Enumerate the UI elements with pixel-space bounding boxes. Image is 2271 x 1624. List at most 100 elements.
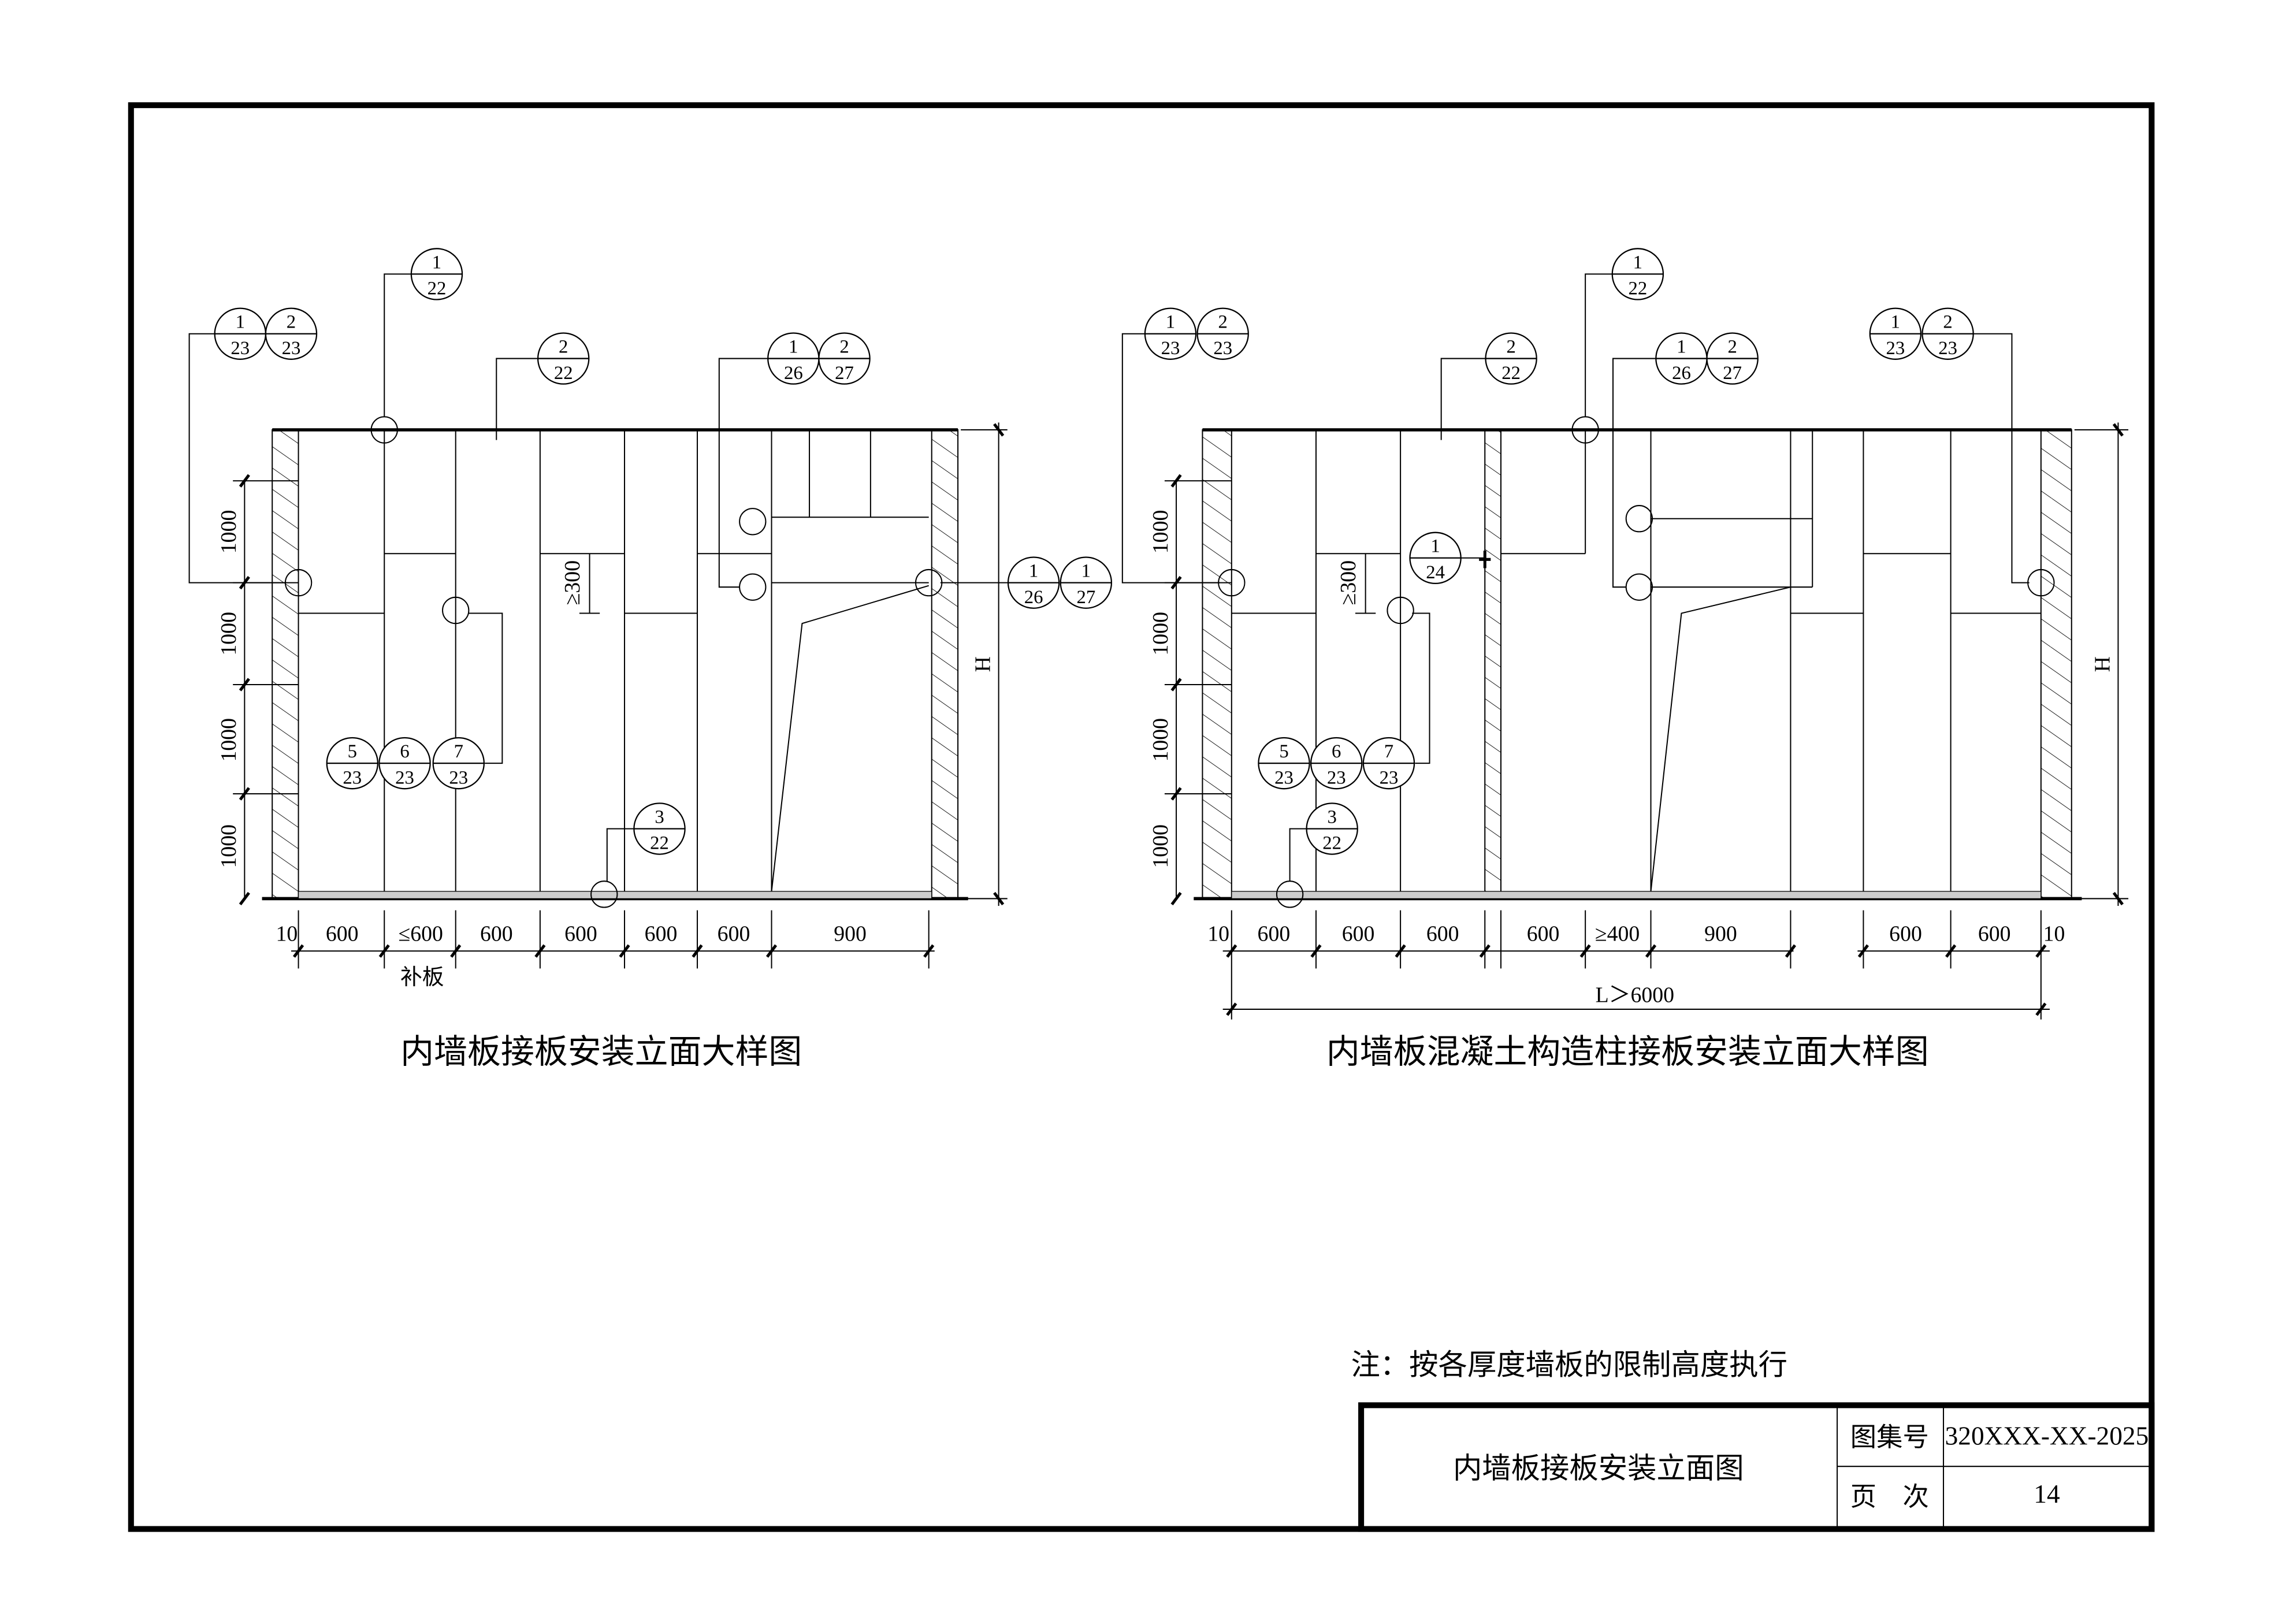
detail-marker-circle xyxy=(1218,568,1246,597)
sheet-number: 22 xyxy=(650,833,669,854)
callout-bubble[interactable]: 123 xyxy=(214,307,267,360)
callout-bubble[interactable]: 227 xyxy=(818,332,871,385)
callout-bubble[interactable]: 523 xyxy=(1258,737,1310,790)
dim-right-8: 600 xyxy=(1978,922,2011,946)
leader-line xyxy=(384,273,412,417)
detail-number: 2 xyxy=(287,312,296,333)
leader-line xyxy=(718,358,769,588)
callout-bubble[interactable]: 123 xyxy=(1144,307,1197,360)
leader-line xyxy=(1289,828,1307,882)
callout-bubble[interactable]: 523 xyxy=(326,737,379,790)
sheet-number: 23 xyxy=(1327,767,1346,788)
detail-number: 6 xyxy=(400,741,409,762)
vdim-right-3: 1000 xyxy=(1148,824,1173,868)
callout-bubble[interactable]: 222 xyxy=(537,332,590,385)
dim-left-6: 600 xyxy=(718,922,750,946)
patch-panel-note: 补板 xyxy=(400,964,444,990)
leader-line xyxy=(1440,358,1486,440)
callout-bubble[interactable]: 223 xyxy=(1196,307,1249,360)
callout-bubble[interactable]: 126 xyxy=(1655,332,1708,385)
left-wall-hatch xyxy=(1202,429,1232,900)
callout-bubble[interactable]: 322 xyxy=(633,802,686,855)
sheet-number: 27 xyxy=(835,363,854,384)
detail-marker-circle xyxy=(284,568,313,597)
callout-bubble[interactable]: 123 xyxy=(1869,307,1922,360)
sheet-number: 22 xyxy=(1322,833,1341,854)
dim-left-4: 600 xyxy=(564,922,597,946)
sheet-number: 26 xyxy=(784,363,803,384)
detail-callout[interactable]: 124 xyxy=(1409,532,1485,585)
sheet-number: 23 xyxy=(1274,767,1294,788)
sheet-number: 22 xyxy=(554,363,573,384)
title-block: 内墙板接板安装立面图 图集号 320XXX-XX-2025 页 次 14 xyxy=(1358,1402,2155,1532)
right-wall-hatch xyxy=(2040,429,2072,900)
callout-bubble[interactable]: 126 xyxy=(1007,556,1060,609)
right-wall-hatch xyxy=(931,429,959,900)
detail-number: 1 xyxy=(236,312,245,333)
detail-callout[interactable]: 322 xyxy=(1276,802,1358,908)
callout-bubble[interactable]: 723 xyxy=(1362,737,1415,790)
sheet-number: 26 xyxy=(1024,587,1043,608)
sheet-number: 23 xyxy=(1938,338,1957,359)
height-label-left: H xyxy=(971,656,995,672)
callout-bubble[interactable]: 227 xyxy=(1706,332,1759,385)
callout-bubble[interactable]: 623 xyxy=(1310,737,1363,790)
callout-bubble[interactable]: 723 xyxy=(432,737,485,790)
callout-bubble[interactable]: 124 xyxy=(1409,532,1462,585)
leader-line xyxy=(1585,273,1614,417)
detail-number: 2 xyxy=(839,336,849,357)
height-label-right: H xyxy=(2090,656,2114,672)
detail-number: 2 xyxy=(1943,312,1952,333)
sheet-number: 27 xyxy=(1076,587,1095,608)
leader-line xyxy=(1972,333,2030,584)
detail-number: 2 xyxy=(1506,336,1515,357)
vdim-left-3: 1000 xyxy=(217,824,241,868)
detail-number: 7 xyxy=(454,741,463,762)
callout-bubble[interactable]: 223 xyxy=(1921,307,1974,360)
detail-marker-circle xyxy=(1625,573,1653,601)
vdim-right-2: 1000 xyxy=(1148,718,1173,762)
detail-callout[interactable]: 222 xyxy=(496,332,590,440)
right-elevation-drawing: 10 600 600 600 600 ≥400 900 600 600 10 L… xyxy=(1121,248,2129,1071)
detail-callout[interactable]: 222 xyxy=(1440,332,1537,440)
callout-bubble[interactable]: 222 xyxy=(1485,332,1537,385)
vdim-left-2: 1000 xyxy=(217,718,241,762)
leader-line xyxy=(496,358,539,440)
sheet-number: 23 xyxy=(282,338,301,359)
detail-number: 1 xyxy=(1430,536,1440,557)
detail-marker-circle xyxy=(590,880,618,908)
vdim-left-1: 1000 xyxy=(217,612,241,656)
callout-bubble[interactable]: 122 xyxy=(410,248,463,300)
detail-number: 1 xyxy=(789,336,798,357)
sheet-frame xyxy=(128,102,2155,1532)
dim-right-9: 10 xyxy=(2043,922,2065,946)
detail-callout[interactable]: 122 xyxy=(1571,248,1664,444)
callout-bubble[interactable]: 127 xyxy=(1060,556,1113,609)
callout-bubble[interactable]: 126 xyxy=(767,332,820,385)
callout-bubble[interactable]: 122 xyxy=(1611,248,1664,300)
drawing-title: 内墙板接板安装立面图 xyxy=(1453,1451,1744,1485)
detail-marker-circle xyxy=(739,508,767,536)
sheet-number: 23 xyxy=(395,767,414,788)
sheet-number: 23 xyxy=(1886,338,1905,359)
sheet-number: 26 xyxy=(1672,363,1691,384)
callout-bubble[interactable]: 322 xyxy=(1306,802,1358,855)
detail-number: 1 xyxy=(1081,561,1091,582)
detail-callout[interactable]: 322 xyxy=(590,802,686,908)
detail-marker-circle xyxy=(739,573,767,601)
detail-number: 5 xyxy=(348,741,357,762)
detail-number: 1 xyxy=(432,252,441,273)
detail-number: 1 xyxy=(1677,336,1686,357)
callout-bubble[interactable]: 623 xyxy=(378,737,431,790)
detail-callout[interactable]: 122 xyxy=(370,248,463,444)
callout-bubble[interactable]: 223 xyxy=(265,307,318,360)
detail-marker-circle xyxy=(1276,880,1304,908)
